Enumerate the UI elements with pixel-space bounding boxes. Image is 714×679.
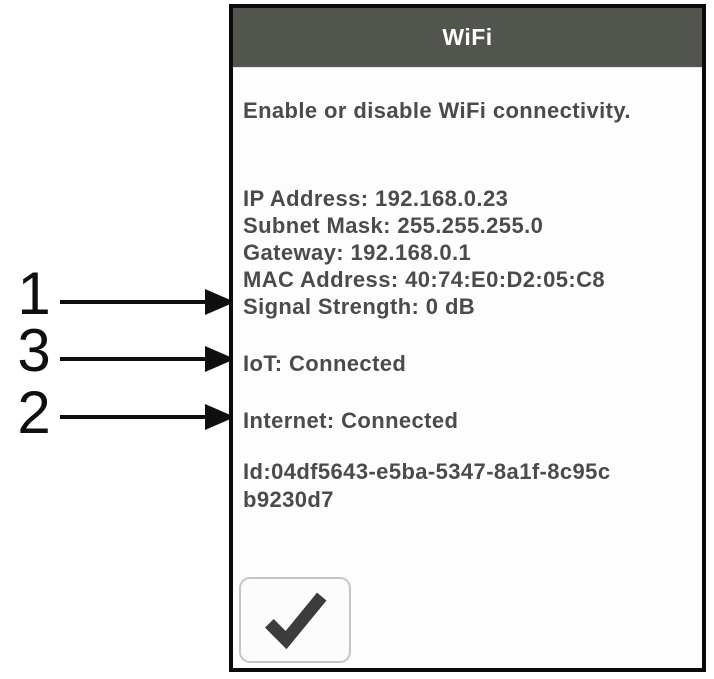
device-id-line-1: Id:04df5643-e5ba-5347-8a1f-8c95c [243,459,611,484]
iot-status-line: IoT: Connected [243,351,407,376]
confirm-button[interactable] [239,577,351,663]
gateway-line: Gateway: 192.168.0.1 [243,240,472,265]
signal-strength-line: Signal Strength: 0 dB [243,294,476,319]
callout-number-1: 1 [17,260,51,327]
device-id-block: Id:04df5643-e5ba-5347-8a1f-8c95c b9230d7 [243,458,696,514]
panel-title: WiFi [442,24,493,50]
ip-address-line: IP Address: 192.168.0.23 [243,186,509,211]
check-icon [265,592,327,649]
callout-arrow-3-line [60,357,208,361]
callout-number-2: 2 [17,379,51,446]
wifi-settings-panel: WiFi Enable or disable WiFi connectivity… [229,4,706,672]
subnet-mask-line: Subnet Mask: 255.255.255.0 [243,213,544,238]
wifi-description: Enable or disable WiFi connectivity. [243,98,631,123]
callout-arrow-2-line [60,415,208,419]
callout-arrow-1-line [60,300,208,304]
device-id-line-2: b9230d7 [243,487,334,512]
panel-title-bar: WiFi [233,8,702,68]
network-info-block: IP Address: 192.168.0.23 Subnet Mask: 25… [243,185,696,320]
internet-status-line: Internet: Connected [243,408,459,433]
callout-number-3: 3 [17,317,51,384]
mac-address-line: MAC Address: 40:74:E0:D2:05:C8 [243,267,606,292]
